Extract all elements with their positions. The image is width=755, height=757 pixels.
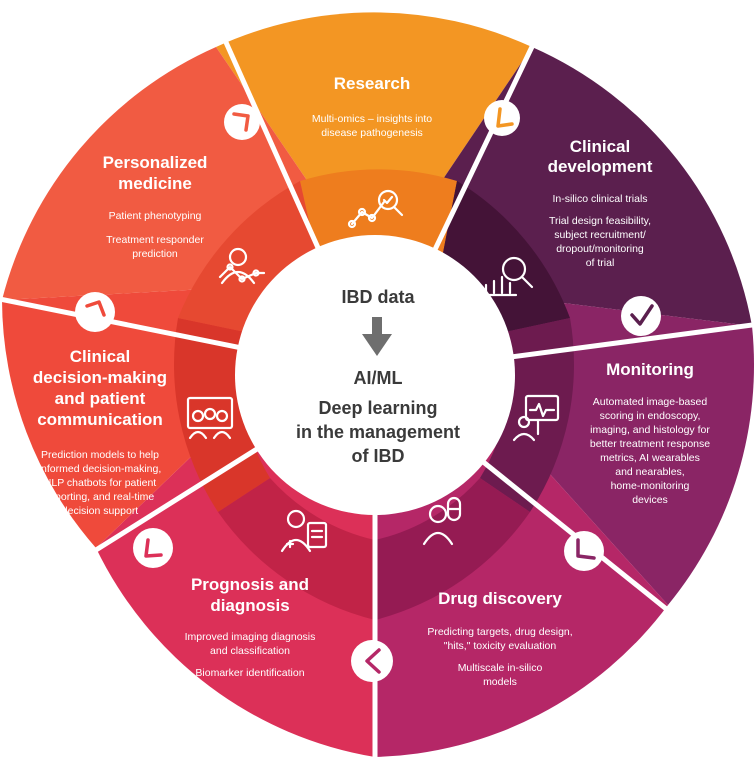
monitoring-desc-1: Automated image-based bbox=[593, 396, 708, 408]
center-circle bbox=[235, 235, 515, 515]
personalized-title-2: medicine bbox=[118, 174, 192, 193]
research-title: Research bbox=[334, 74, 411, 93]
decision-desc-5: decision support bbox=[62, 505, 139, 517]
inner-ring-clinical-development bbox=[443, 181, 570, 332]
research-desc-1: Multi-omics – insights into bbox=[312, 113, 432, 125]
patient-monitor-icon bbox=[512, 394, 560, 442]
personalized-title-1: Personalized bbox=[103, 153, 208, 172]
decision-title-2: decision-making bbox=[33, 368, 167, 387]
boundary-chevron-research-clinical bbox=[484, 100, 520, 136]
personalized-desc-2: Treatment responder bbox=[106, 234, 204, 246]
personalized-desc-3: prediction bbox=[132, 248, 178, 260]
inner-ring-decision bbox=[174, 318, 270, 512]
drug-discovery-desc-2: "hits," toxicity evaluation bbox=[444, 640, 557, 652]
line-chart-magnifier-icon bbox=[347, 189, 404, 229]
center-aiml: AI/ML bbox=[354, 368, 403, 388]
clinical-dev-desc-3: subject recruitment/ bbox=[554, 229, 646, 241]
boundary-chevron-research-personalized bbox=[224, 104, 260, 140]
center-management: in the management bbox=[296, 422, 460, 442]
inner-ring-prognosis bbox=[218, 478, 375, 620]
clinical-dev-title-2: development bbox=[548, 157, 653, 176]
boundary-chevron-clinical-monitoring bbox=[621, 296, 661, 336]
prognosis-desc-1: Improved imaging diagnosis bbox=[185, 631, 316, 643]
decision-desc-4: reporting, and real-time bbox=[46, 491, 155, 503]
drug-discovery-desc-1: Predicting targets, drug design, bbox=[427, 626, 572, 638]
center-of-ibd: of IBD bbox=[352, 446, 405, 466]
monitoring-title: Monitoring bbox=[606, 360, 694, 379]
doctor-clipboard-icon bbox=[280, 509, 328, 553]
prognosis-title-2: diagnosis bbox=[210, 596, 289, 615]
drug-discovery-desc-4: models bbox=[483, 676, 517, 688]
monitoring-desc-4: better treatment response bbox=[590, 438, 710, 450]
center-down-arrow bbox=[362, 317, 392, 356]
prognosis-title-1: Prognosis and bbox=[191, 575, 309, 594]
monitoring-desc-5: metrics, AI wearables bbox=[600, 452, 700, 464]
personalized-desc-1: Patient phenotyping bbox=[109, 210, 202, 222]
boundary-chevron-drug-prognosis bbox=[351, 640, 393, 682]
inner-ring-drug-discovery bbox=[375, 478, 530, 620]
monitoring-desc-3: imaging, and histology for bbox=[590, 424, 710, 436]
inner-ring-research bbox=[300, 169, 457, 253]
boundary-chevron-prognosis-decision bbox=[133, 528, 173, 568]
monitoring-desc-6: and nearables, bbox=[615, 466, 684, 478]
decision-title-4: communication bbox=[37, 410, 163, 429]
monitoring-desc-7: home-monitoring bbox=[611, 480, 690, 492]
clinical-dev-desc-1: In-silico clinical trials bbox=[552, 193, 647, 205]
decision-title-3: and patient bbox=[55, 389, 146, 408]
drug-discovery-desc-3: Multiscale in-silico bbox=[458, 662, 543, 674]
drug-discovery-title: Drug discovery bbox=[438, 589, 562, 608]
prognosis-desc-3: Biomarker identification bbox=[195, 667, 304, 679]
center-deep-learning: Deep learning bbox=[318, 398, 437, 418]
decision-desc-3: NLP chatbots for patient bbox=[44, 477, 157, 489]
prognosis-desc-2: and classification bbox=[210, 645, 290, 657]
clinical-dev-desc-4: dropout/monitoring bbox=[556, 243, 644, 255]
clinical-dev-desc-5: of trial bbox=[586, 257, 615, 269]
center-ibd-data: IBD data bbox=[341, 287, 415, 307]
boundary-chevron-decision-personalized bbox=[75, 292, 115, 332]
bar-chart-magnifier-icon bbox=[480, 256, 534, 297]
decision-desc-2: informed decision-making, bbox=[39, 463, 162, 475]
research-desc-2: disease pathogenesis bbox=[321, 127, 423, 139]
boundary-chevron-monitoring-drug bbox=[564, 531, 604, 571]
person-analytics-icon bbox=[218, 247, 266, 285]
monitoring-desc-8: devices bbox=[632, 494, 668, 506]
clinical-dev-desc-2: Trial design feasibility, bbox=[549, 215, 651, 227]
decision-desc-1: Prediction models to help bbox=[41, 449, 159, 461]
decision-title-1: Clinical bbox=[70, 347, 130, 366]
segment-research bbox=[216, 12, 532, 280]
scientist-capsule-icon bbox=[422, 496, 462, 546]
monitoring-desc-2: scoring in endoscopy, bbox=[600, 410, 701, 422]
presentation-group-icon bbox=[186, 396, 234, 440]
clinical-dev-title-1: Clinical bbox=[570, 137, 630, 156]
